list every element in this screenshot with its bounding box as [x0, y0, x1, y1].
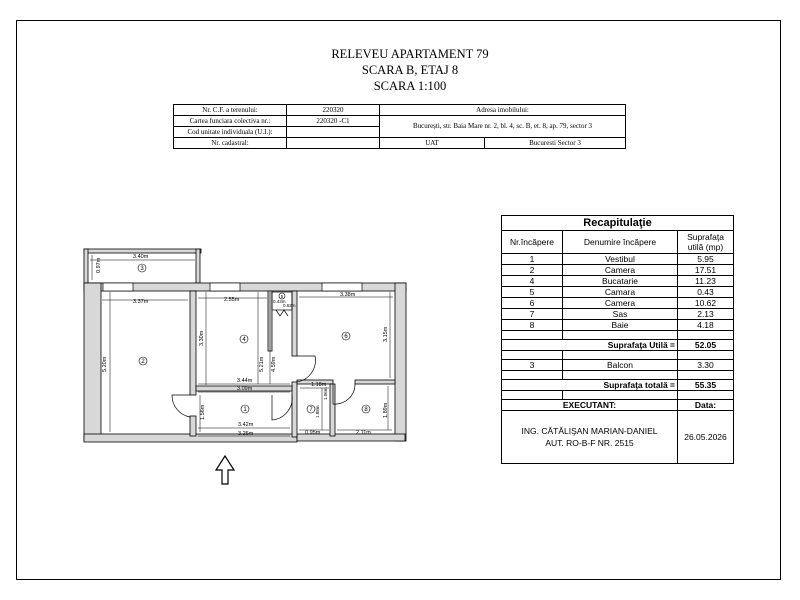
room-number: 6: [344, 334, 348, 340]
dim-label: 1.18m: [311, 382, 327, 388]
dim-label: 1.06m: [323, 387, 328, 400]
wall-room7-room8: [329, 383, 336, 437]
recap-table: Recapitulaţie Nr.încăpere Denumire încăp…: [501, 215, 734, 464]
outer-wall-right: [394, 282, 407, 442]
dim-label: 5.21m: [259, 356, 265, 372]
door-swing-room6: [296, 355, 316, 383]
door-swing-room8: [332, 383, 356, 405]
room-number: 4: [242, 337, 246, 343]
dim-label: 0.95m: [305, 430, 321, 436]
dim-label: 4.59m: [271, 356, 277, 372]
entrance-arrow-icon: [214, 454, 236, 485]
dim-label: 3.26m: [238, 431, 254, 437]
room-number: 2: [141, 359, 145, 365]
dim-label: 0.62m: [283, 303, 296, 308]
title-line-2: SCARA B, ETAJ 8: [361, 63, 459, 77]
dim-label: 2.55m: [224, 297, 240, 303]
room-number: 3: [140, 266, 144, 272]
executant-cell: ING. CĂTĂLIŞAN MARIAN-DANIEL AUT. RO-B-F…: [501, 410, 678, 464]
dim-label: 0.97m: [96, 257, 102, 273]
outer-wall-bottom-right: [296, 433, 406, 442]
uat-value: Bucuresti Sector 3: [484, 137, 626, 149]
executant-name: ING. CĂTĂLIŞAN MARIAN-DANIEL: [521, 426, 658, 436]
room-number: 8: [364, 407, 368, 413]
dim-label: 0.43m: [273, 299, 286, 304]
window: [209, 282, 241, 292]
room5-door: [275, 309, 289, 317]
wall-room6-room8: [354, 379, 396, 385]
cadastral-table: Nr. C.F. a terenului: 220320 Adresa imob…: [173, 104, 626, 149]
room-markers: 1 2 3 4 5 6 7 8: [137, 263, 371, 414]
walls: [83, 248, 407, 443]
window: [102, 282, 134, 292]
dim-label: 3.40m: [133, 254, 149, 260]
dim-label: 5.20m: [102, 356, 108, 372]
windows: [102, 282, 363, 292]
room-number: 5: [281, 294, 284, 299]
dim-label: 3.30m: [199, 330, 205, 346]
outer-wall-left: [83, 282, 102, 442]
recap-col-name: Denumire încăpere: [562, 230, 678, 254]
balcony-wall-top: [83, 248, 202, 254]
title-line-1: RELEVEU APARTAMENT 79: [331, 47, 489, 61]
dim-label: 3.15m: [383, 326, 389, 342]
wall-room2-room4: [189, 290, 197, 396]
wall-room5-room6: [291, 290, 298, 357]
wall-room1-room7: [291, 381, 298, 438]
wall-room2-room1: [189, 415, 197, 437]
executant-aut: AUT. RO-B-F NR. 2515: [545, 438, 634, 448]
dimension-labels: 3.40m 0.97m 3.37m 5.20m 2.55m 3.30m 3.44…: [96, 254, 389, 437]
room5-box: [271, 291, 293, 311]
drawing-frame: [16, 20, 781, 580]
door-swing-room7: [271, 394, 293, 421]
balcony-wall-right: [195, 248, 201, 284]
dim-label: 2.11m: [356, 430, 371, 436]
dim-label: 3.42m: [238, 422, 254, 428]
dim-label: 1.88m: [315, 405, 320, 418]
title-line-3: SCARA 1:100: [373, 79, 447, 93]
dim-label: 3.38m: [340, 292, 356, 298]
dim-label: 3.44m: [237, 378, 253, 384]
dim-label: 1.89m: [383, 402, 389, 418]
door-swing-room2: [171, 394, 191, 418]
room-number: 7: [309, 407, 313, 413]
dim-label: 3.09m: [237, 386, 253, 392]
dim-label: 3.37m: [133, 299, 149, 305]
executant-date: 26.05.2026: [677, 410, 734, 464]
title-block: RELEVEU APARTAMENT 79 SCARA B, ETAJ 8 SC…: [240, 46, 580, 94]
room-number: 1: [243, 407, 247, 413]
doors: [171, 291, 356, 421]
dim-label: 1.56m: [200, 404, 206, 420]
dimension-lines: [90, 255, 393, 437]
window: [321, 282, 363, 292]
wall-room4-room1: [195, 385, 293, 392]
balcony-wall-left: [83, 248, 89, 284]
